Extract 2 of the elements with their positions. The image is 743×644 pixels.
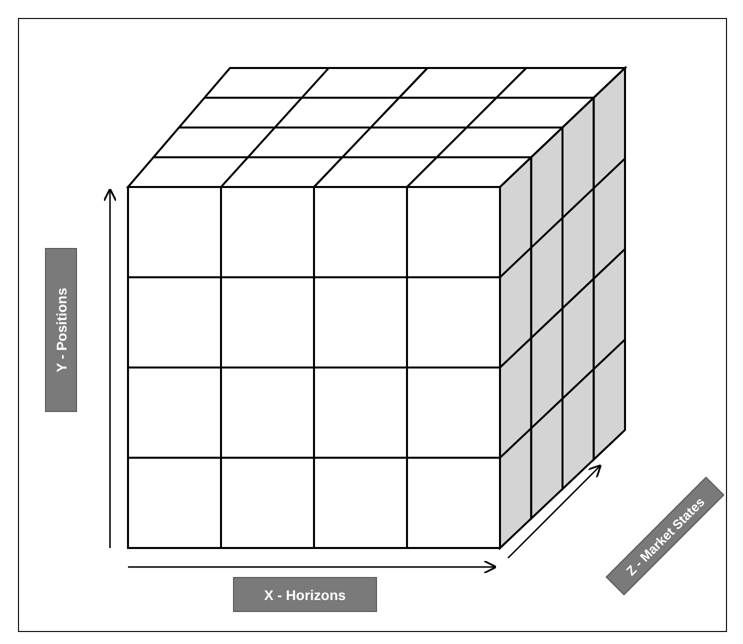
axis-label: Y - Positions bbox=[45, 248, 77, 412]
axis-label: X - Horizons bbox=[233, 577, 377, 612]
